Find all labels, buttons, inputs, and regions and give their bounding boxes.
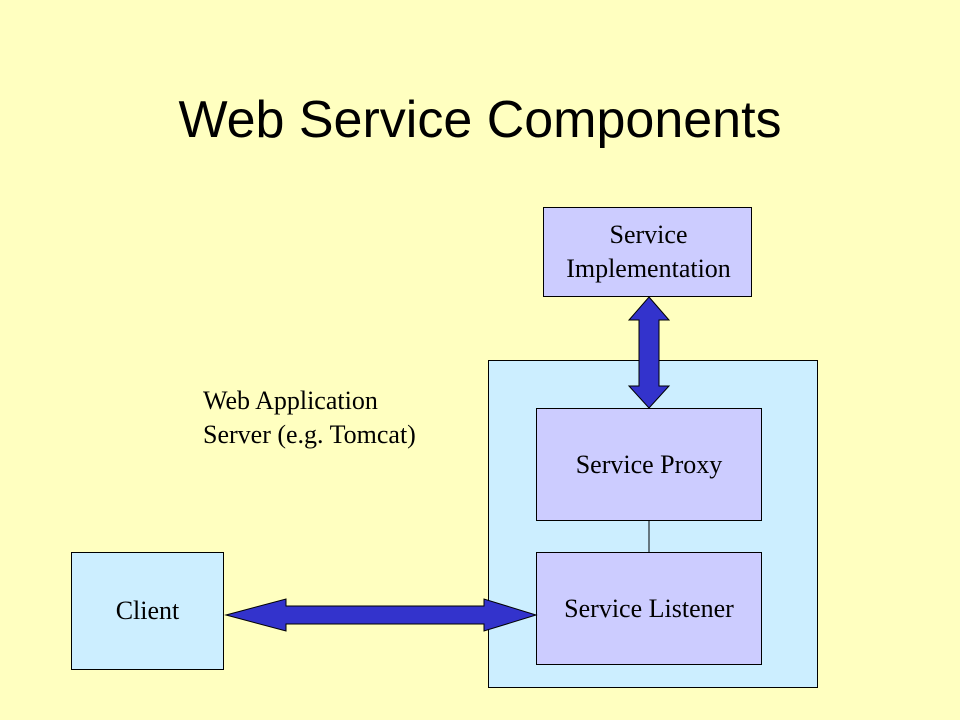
service-implementation-label-line2: Implementation [566,254,731,283]
slide-title: Web Service Components [178,91,782,149]
service-proxy-label: Service Proxy [575,449,723,479]
service-listener-label: Service Listener [564,593,734,623]
service-implementation-box: Service Implementation [543,207,752,297]
web-app-server-label-line2: Server (e.g. Tomcat) [203,419,416,449]
client-listener-double-arrow [224,598,538,632]
service-proxy-box: Service Proxy [536,408,762,521]
service-listener-box: Service Listener [536,552,762,665]
web-app-server-label: Web Application Server (e.g. Tomcat) [203,384,416,452]
client-box: Client [71,552,224,670]
impl-proxy-double-arrow [627,296,671,409]
client-label: Client [115,596,180,625]
service-implementation-label-line1: Service [609,220,688,250]
web-app-server-label-line1: Web Application [203,386,378,415]
